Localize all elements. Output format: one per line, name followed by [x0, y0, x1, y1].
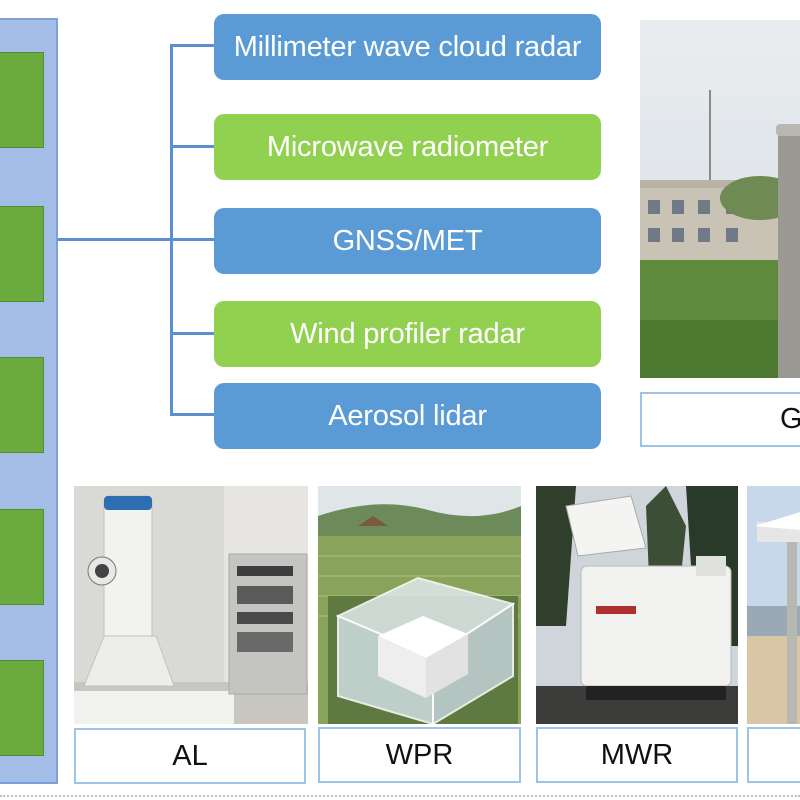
instrument-aerosol-lidar: Aerosol lidar [214, 383, 601, 449]
green-box-5 [0, 660, 44, 756]
caption-wpr: WPR [318, 727, 521, 783]
bottom-divider [0, 795, 800, 797]
green-box-4 [0, 509, 44, 605]
green-box-1 [0, 52, 44, 148]
connector-spine [170, 45, 173, 416]
connector-branch-2 [170, 145, 214, 148]
instrument-cloud-radar: Millimeter wave cloud radar [214, 14, 601, 80]
caption-last [747, 727, 800, 783]
al-photo [74, 486, 308, 724]
gnss-photo [640, 20, 800, 378]
caption-gnss: GNSS/ [640, 392, 800, 447]
green-box-2 [0, 206, 44, 302]
connector-branch-4 [170, 332, 214, 335]
connector-branch-5 [170, 413, 214, 416]
caption-mwr: MWR [536, 727, 738, 783]
instrument-gnss-met: GNSS/MET [214, 208, 601, 274]
connector-branch-1 [170, 44, 214, 47]
wpr-photo [318, 486, 521, 724]
instrument-microwave-radiometer: Microwave radiometer [214, 114, 601, 180]
green-box-3 [0, 357, 44, 453]
connector-trunk [58, 238, 214, 241]
cloud-radar-photo [747, 486, 800, 724]
instrument-wind-profiler: Wind profiler radar [214, 301, 601, 367]
mwr-photo [536, 486, 738, 724]
caption-al: AL [74, 728, 306, 784]
